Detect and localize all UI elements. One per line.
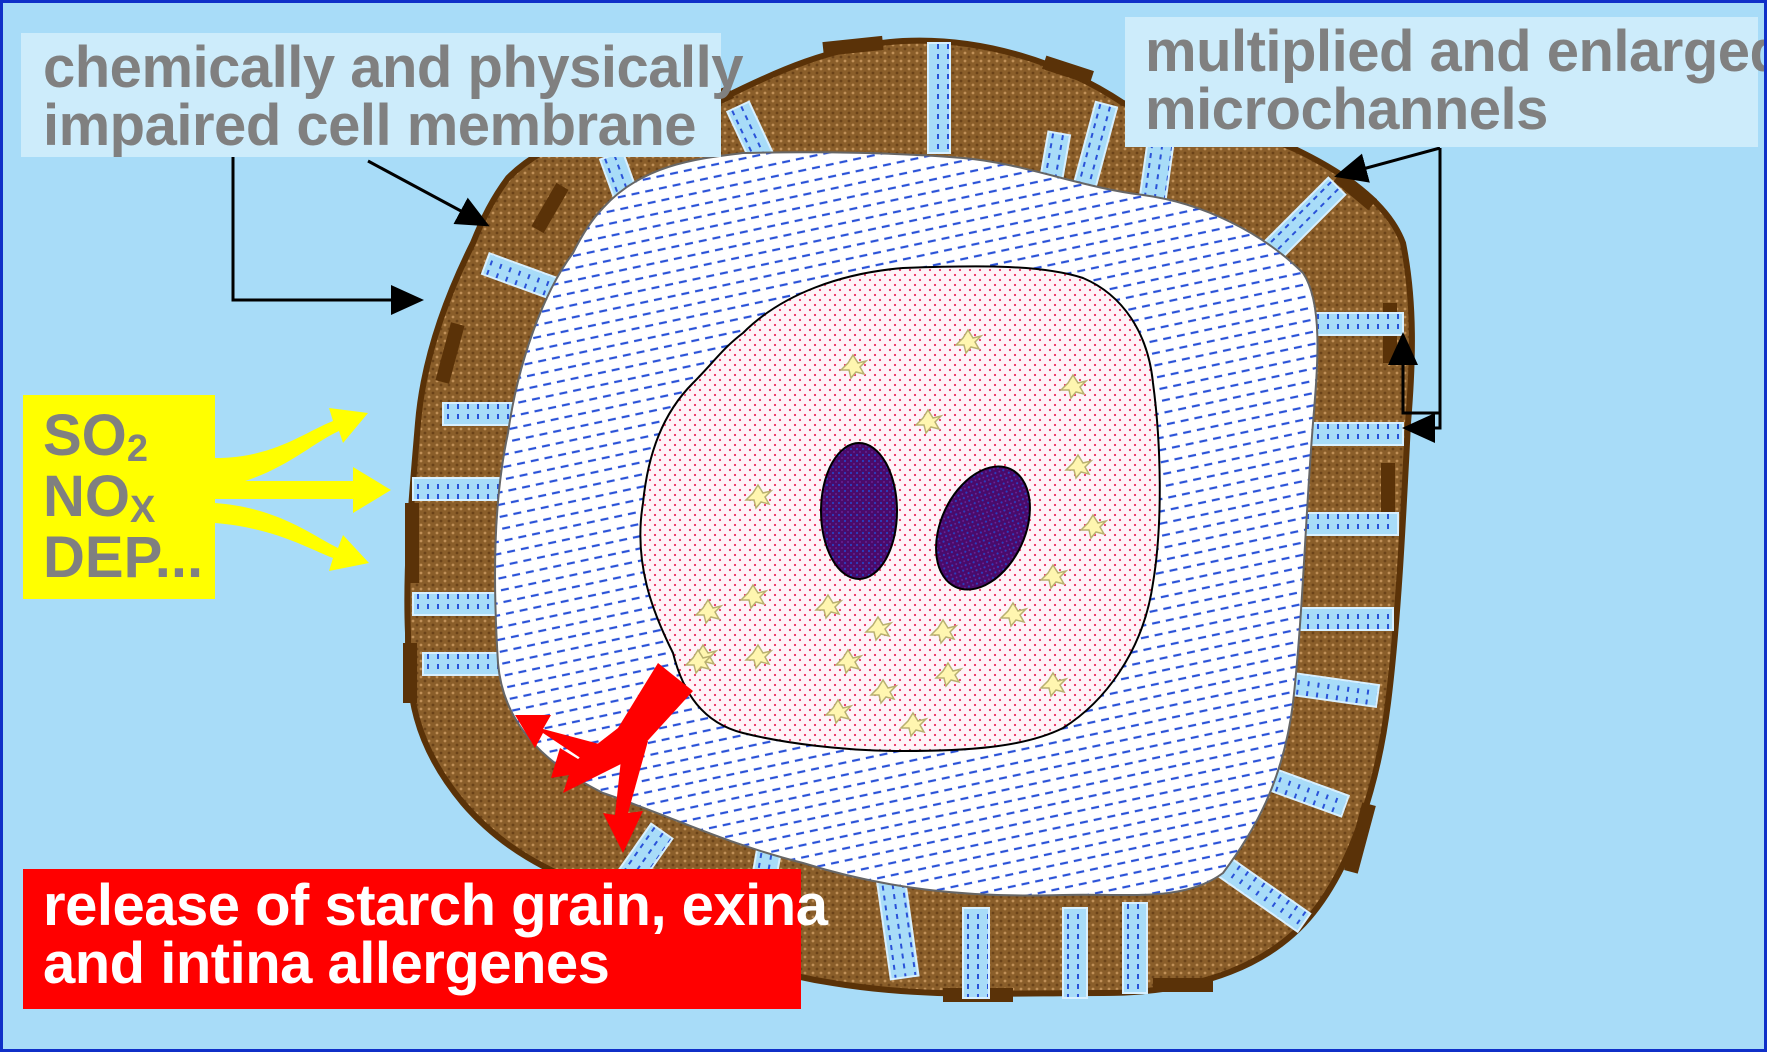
pollutant-dep: DEP... xyxy=(43,529,215,587)
pollutant-so2: SO2 xyxy=(43,407,215,468)
membrane-label-line-2: impaired cell membrane xyxy=(43,97,721,155)
membrane-label-line-1: chemically and physically xyxy=(43,39,721,97)
vegetative-nucleus xyxy=(821,443,897,579)
diagram-stage: chemically and physically impaired cell … xyxy=(3,3,1764,1049)
membrane-label: chemically and physically impaired cell … xyxy=(21,33,721,157)
pollutant-nox: NOX xyxy=(43,468,215,529)
membrane-pointers xyxy=(233,148,487,300)
channels-label: multiplied and enlarged microchannels xyxy=(1125,17,1758,147)
release-label-line-1: release of starch grain, exina xyxy=(43,877,801,935)
release-label-line-2: and intina allergenes xyxy=(43,935,801,993)
pollutant-arrows xyxy=(215,408,391,571)
release-label: release of starch grain, exina and intin… xyxy=(23,869,801,1009)
channels-label-line-1: multiplied and enlarged xyxy=(1145,23,1758,81)
channels-label-line-2: microchannels xyxy=(1145,81,1758,139)
pollutants-label: SO2 NOX DEP... xyxy=(23,395,215,599)
